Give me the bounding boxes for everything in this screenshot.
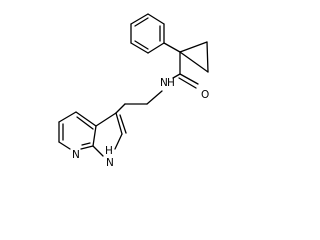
pyrrolopyridine: N H N <box>58 111 127 169</box>
pyrrole-bond <box>92 125 97 147</box>
phenyl-ring <box>130 13 165 54</box>
pyridine-bond <box>58 111 77 123</box>
phenyl-double-bond <box>134 40 149 50</box>
phenyl-to-cyclopropane-bond <box>163 42 181 53</box>
pyridine-bond <box>58 141 71 150</box>
phenyl-bond <box>130 13 149 25</box>
amide-nitrogen-label: N <box>160 77 168 89</box>
cyclopropane-bond <box>206 41 209 73</box>
amide-group: N H O <box>160 51 209 101</box>
amide-hydrogen-label: H <box>167 77 175 89</box>
pyridine-double-bond <box>81 142 91 146</box>
phenyl-bond <box>147 13 165 25</box>
pyrrole-bond <box>115 112 123 135</box>
cyclopropane-ring <box>179 41 209 73</box>
chemical-structure: N H O N H N <box>58 13 209 169</box>
nitrogen-to-ethyl-bond <box>146 90 163 105</box>
phenyl-bond <box>147 42 165 54</box>
ethyl-linker <box>115 90 163 114</box>
ethyl-to-pyrrole-bond <box>115 103 126 114</box>
pyridine-bond <box>80 145 94 150</box>
carbonyl-to-nitrogen-bond <box>172 73 181 79</box>
pyrrole-bond <box>114 133 123 150</box>
pyrrole-double-bond <box>119 114 127 134</box>
carbonyl-double-bond <box>178 77 197 89</box>
pyridine-double-bond <box>76 116 94 130</box>
carbonyl-oxygen-label: O <box>201 89 209 101</box>
pyrrole-nitrogen-label: N <box>106 157 114 169</box>
cyclopropane-bond <box>179 51 209 73</box>
phenyl-double-bond <box>134 17 149 27</box>
phenyl-bond <box>130 42 149 54</box>
pyridine-nitrogen-label: N <box>72 149 80 161</box>
pyrrole-bond <box>95 112 117 127</box>
pyrrole-hydrogen-label: H <box>105 145 113 157</box>
pyrrole-bond <box>92 145 104 157</box>
carbonyl-double-bond <box>179 73 199 85</box>
cyclopropane-bond <box>179 41 208 53</box>
pyridine-bond <box>75 111 97 127</box>
